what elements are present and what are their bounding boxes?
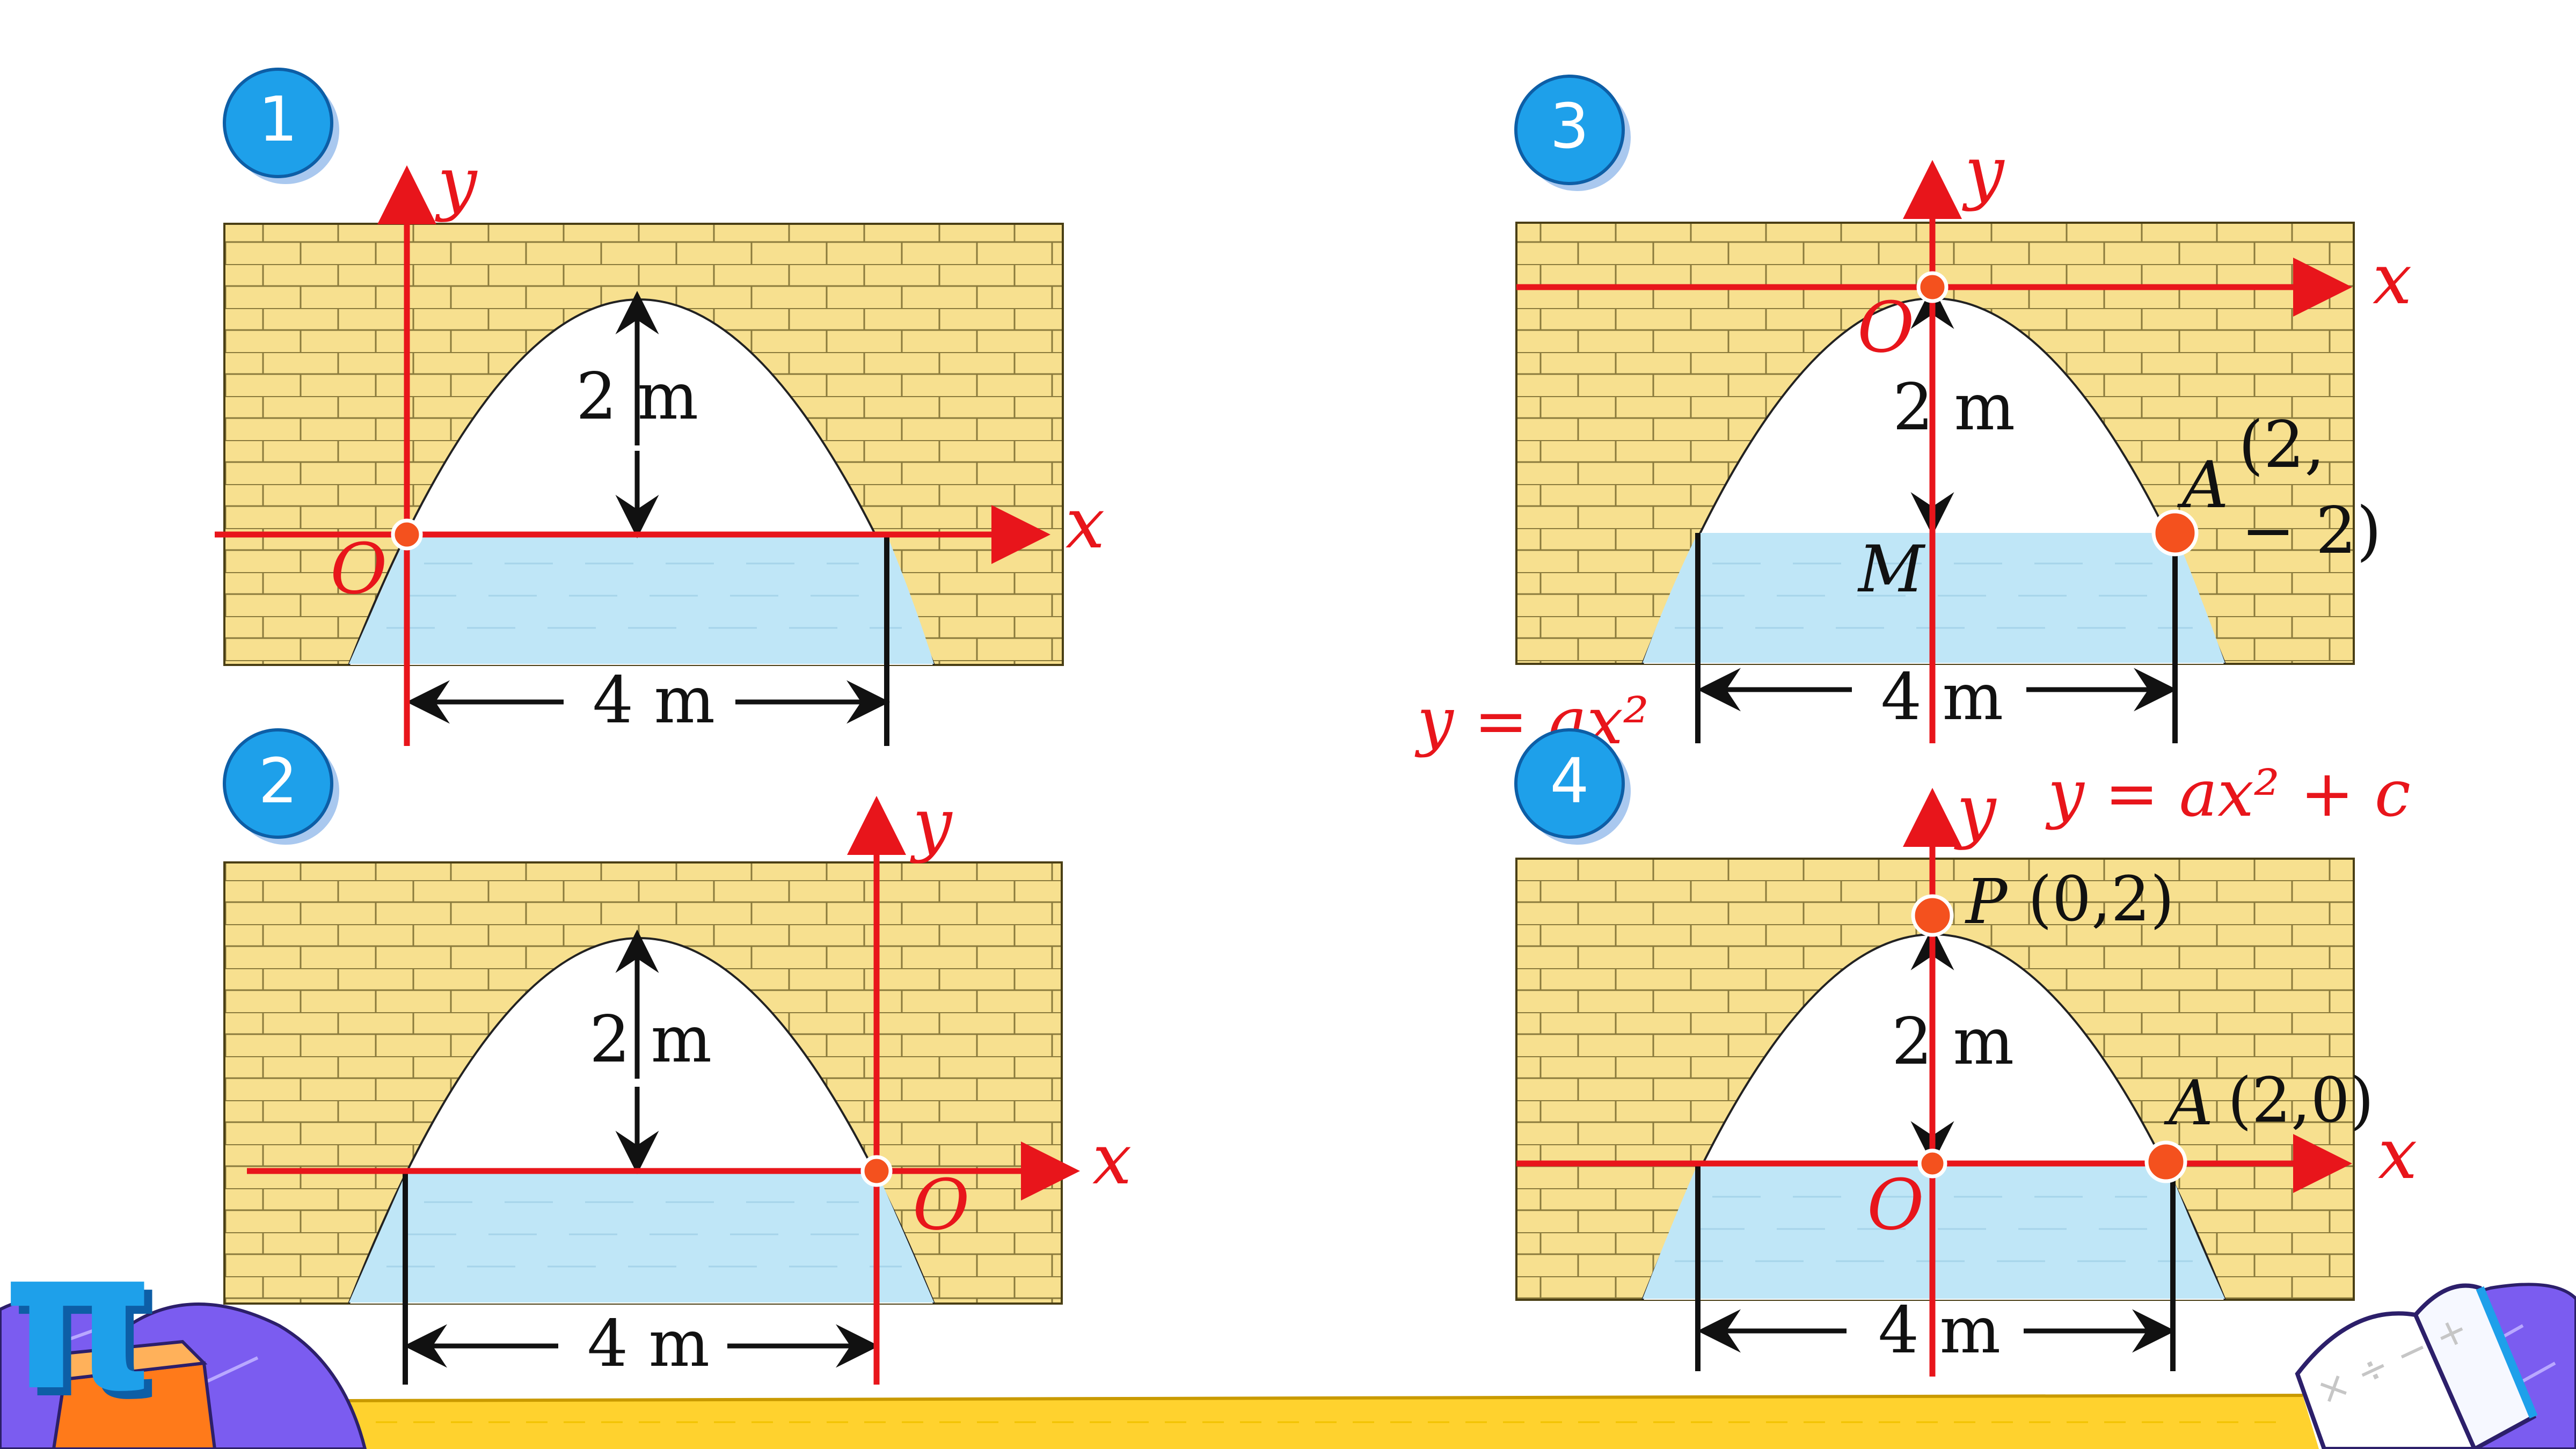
svg-text:π: π xyxy=(3,1208,156,1433)
x-axis-label: x xyxy=(2373,238,2412,320)
point-a xyxy=(2151,509,2199,557)
axes xyxy=(1516,160,2352,743)
height-label: 2 m xyxy=(1893,370,2015,445)
width-label: 4 m xyxy=(593,663,715,738)
point-p-coord: (0,2) xyxy=(2028,863,2174,935)
point-p xyxy=(1911,894,1954,937)
badge-2: 2 xyxy=(223,728,339,845)
origin-label: O xyxy=(1867,1164,1924,1246)
panel-3: 3 2 m 4 m y x O M A xyxy=(1414,75,2412,759)
badge-3: 3 xyxy=(1514,75,1631,191)
right-decoration: × ÷ − + xyxy=(2295,1283,2576,1449)
height-label: 2 m xyxy=(589,1002,712,1077)
badge-number: 1 xyxy=(258,84,297,156)
panel-1: 1 2 m 4 m y x O xyxy=(215,68,1105,746)
x-axis-label: x xyxy=(1066,482,1105,564)
badge-4: 4 xyxy=(1514,728,1631,845)
dimension-lines xyxy=(406,291,890,746)
axes xyxy=(1516,788,2352,1377)
bottom-decoration: π π × ÷ − + xyxy=(0,1208,2576,1449)
point-a xyxy=(2144,1140,2187,1183)
point-a-coord-line1: (2, xyxy=(2238,408,2325,482)
svg-text:π: π xyxy=(11,1216,164,1441)
origin-point xyxy=(391,518,423,551)
point-m-label: M xyxy=(1857,532,1926,607)
badge-number: 3 xyxy=(1550,91,1589,163)
width-label: 4 m xyxy=(1878,1293,2001,1368)
x-axis-label: x xyxy=(2378,1113,2417,1195)
point-a-coord: (2,0) xyxy=(2228,1065,2374,1137)
origin-label: O xyxy=(1857,287,1915,368)
width-label: 4 m xyxy=(1881,660,2003,735)
point-a-label: A xyxy=(2164,1067,2213,1139)
equation-label: y = ax² + c xyxy=(2045,757,2411,831)
y-axis-label: y xyxy=(1954,770,1997,851)
dimension-lines xyxy=(403,930,879,1385)
y-axis-label: y xyxy=(910,783,953,865)
x-axis-label: x xyxy=(1092,1118,1132,1200)
pi-icon: π π xyxy=(3,1208,164,1441)
badge-number: 4 xyxy=(1550,745,1589,817)
origin-point xyxy=(1916,271,1949,303)
y-axis-label: y xyxy=(1962,131,2005,213)
badge-1: 1 xyxy=(223,68,339,184)
y-axis-label: y xyxy=(435,142,478,223)
point-a-coord-line2: − 2) xyxy=(2241,494,2382,568)
height-label: 2 m xyxy=(1892,1005,2014,1079)
left-blobs: π π xyxy=(0,1208,367,1449)
origin-label: O xyxy=(330,528,388,610)
panel-4: 4 2 m 4 m y x O P xyxy=(1514,728,2417,1377)
width-label: 4 m xyxy=(587,1307,710,1381)
point-a-label: A xyxy=(2177,448,2229,523)
height-label: 2 m xyxy=(576,360,698,434)
badge-number: 2 xyxy=(258,745,297,817)
origin-point xyxy=(1917,1148,1947,1179)
origin-point xyxy=(860,1155,893,1187)
panel-2: 2 2 m 4 m y x O xyxy=(223,728,1132,1385)
axes xyxy=(215,165,1050,746)
origin-label: O xyxy=(913,1164,970,1246)
axes xyxy=(247,796,1080,1385)
water xyxy=(349,535,934,664)
water xyxy=(349,1171,934,1302)
book-icon: × ÷ − + xyxy=(2295,1283,2538,1449)
point-p-label: P xyxy=(1965,866,2008,938)
